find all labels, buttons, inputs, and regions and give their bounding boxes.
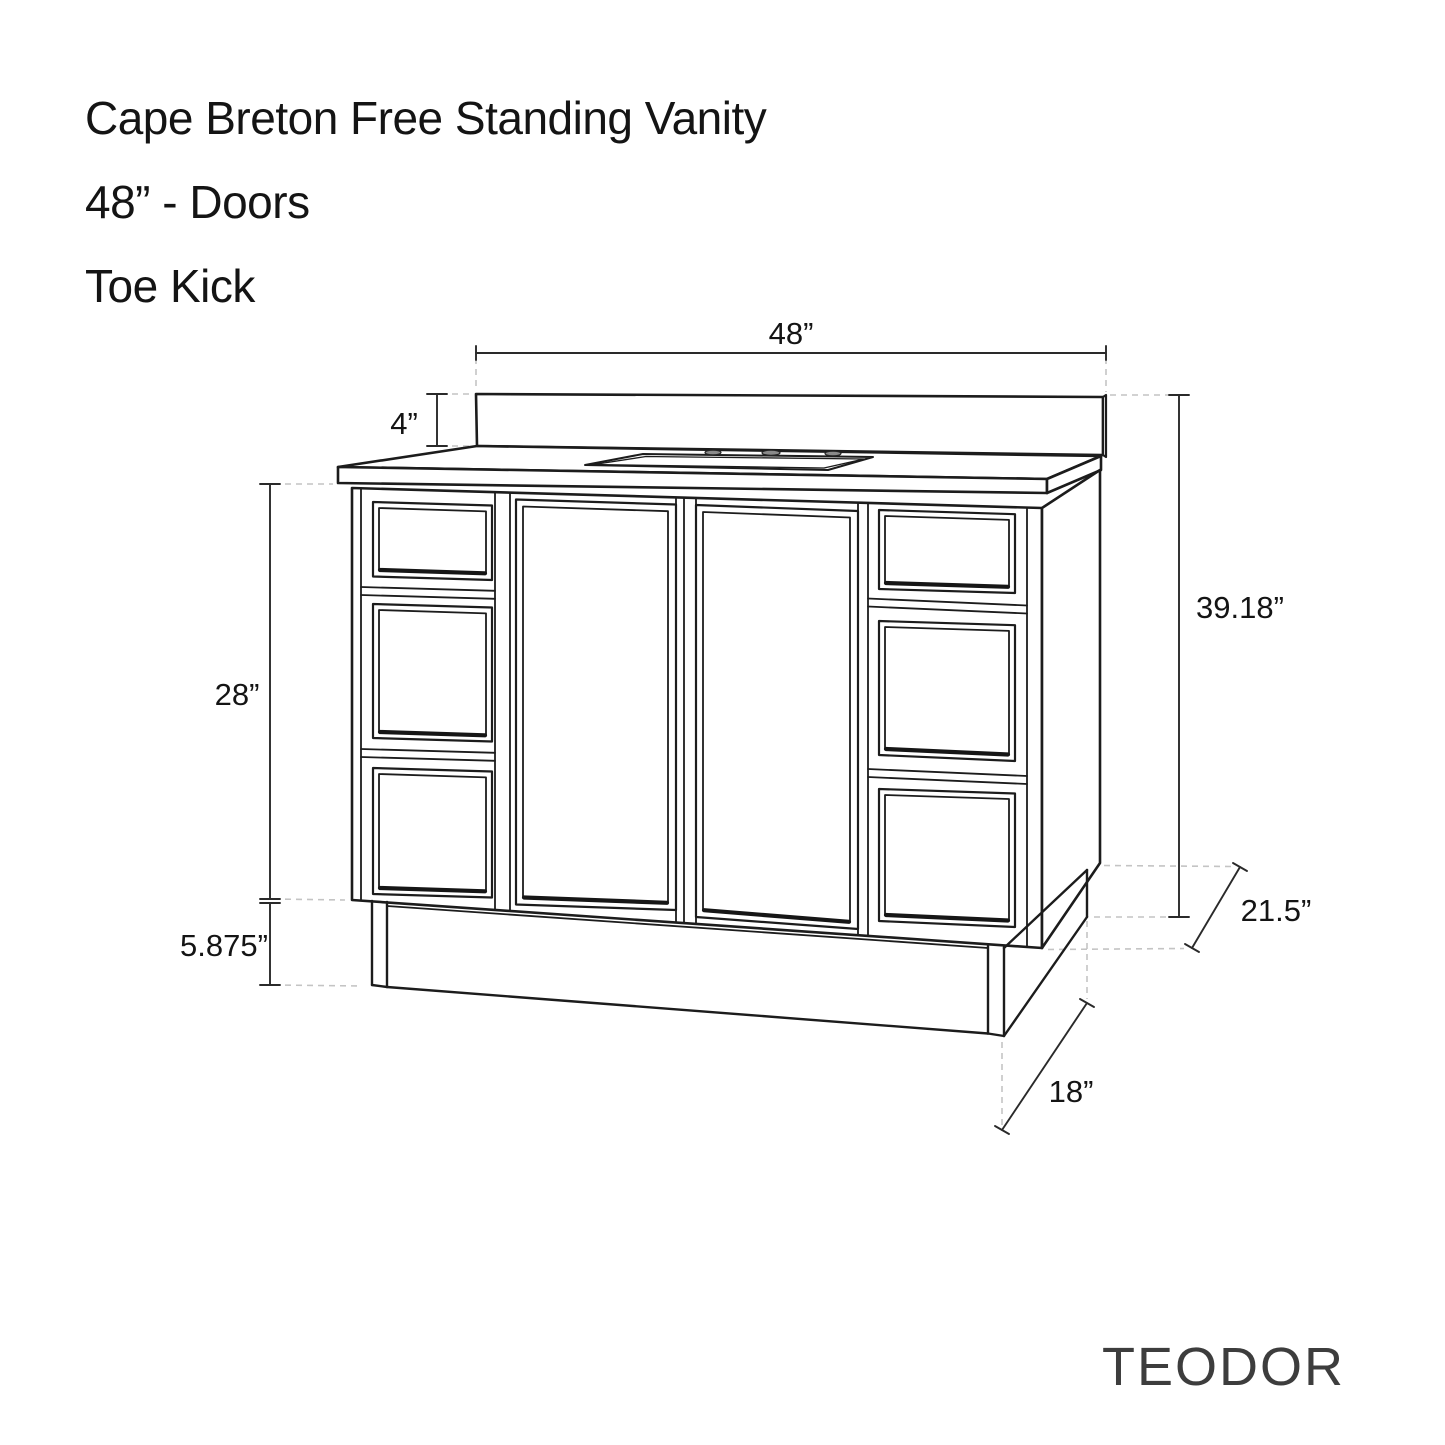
- right-door: [694, 503, 860, 931]
- doors: [514, 498, 860, 931]
- faucet-holes: [704, 449, 842, 457]
- drawer-front: [877, 787, 1017, 929]
- toe-kick: [370, 868, 1089, 1038]
- drawer-front: [877, 508, 1017, 595]
- dim-cabinet-28: [259, 483, 281, 900]
- title-block: Cape Breton Free Standing Vanity 48” - D…: [85, 76, 767, 328]
- dashed-leader-lines: [273, 358, 1233, 1126]
- title-line-size: 48” - Doors: [85, 176, 310, 228]
- backsplash: [474, 392, 1108, 459]
- sink-cutout: [584, 453, 874, 471]
- dimension-lines: [259, 345, 1248, 1135]
- title-line-product: Cape Breton Free Standing Vanity: [85, 92, 767, 144]
- label-depth: 21.5”: [1241, 893, 1312, 928]
- dim-backsplash-4: [426, 393, 448, 447]
- teodor-logo: TEODOR: [1102, 1337, 1346, 1397]
- left-drawer-stack: [360, 500, 496, 899]
- label-backsplash-height: 4”: [390, 406, 418, 441]
- label-toekick-height: 5.875”: [180, 928, 268, 963]
- dim-toekick-5875: [259, 902, 281, 986]
- label-cabinet-height: 28”: [215, 677, 260, 712]
- drawer-front: [877, 619, 1017, 763]
- label-overall-height: 39.18”: [1196, 590, 1284, 625]
- label-width: 48”: [769, 316, 814, 351]
- cabinet-right-side: [1040, 468, 1102, 950]
- dim-total-height-3918: [1168, 394, 1190, 918]
- drawer-front: [371, 602, 494, 743]
- left-door: [514, 498, 678, 912]
- dimension-labels: 48” 4” 28” 5.875” 39.18” 21.5” 18”: [180, 316, 1311, 1109]
- label-toekick-depth: 18”: [1049, 1074, 1094, 1109]
- dim-width-48: [475, 345, 1107, 361]
- drawer-front: [371, 766, 494, 899]
- cabinet-box: [350, 468, 1102, 950]
- right-drawer-stack: [867, 508, 1028, 929]
- dim-depth-215: [1184, 862, 1248, 953]
- drawer-front: [371, 500, 494, 582]
- title-line-base: Toe Kick: [85, 260, 255, 312]
- countertop: [336, 444, 1103, 495]
- dim-toekick-depth-18: [994, 998, 1095, 1135]
